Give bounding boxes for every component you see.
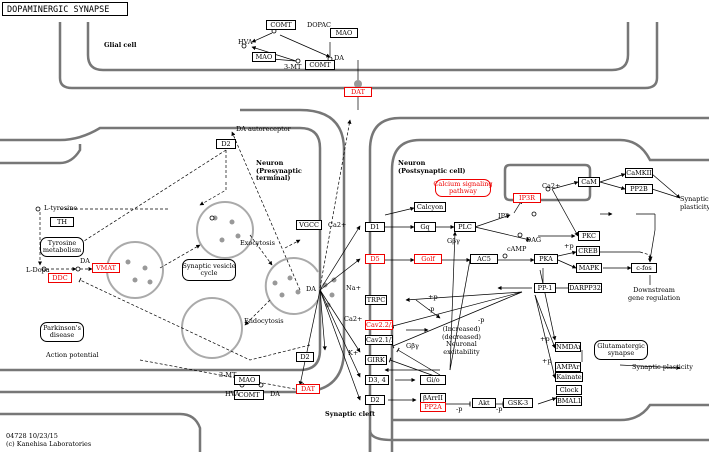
gene-gq[interactable]: Gq (414, 222, 436, 232)
endocytosis-label: Endocytosis (244, 317, 284, 325)
da-presynaptic-label: DA (80, 257, 90, 265)
ca2-post-label: Ca2+ (542, 182, 561, 190)
gene-cam[interactable]: CaM (578, 177, 600, 187)
calcium-signaling-link[interactable]: Calcium signaling pathway (433, 179, 493, 197)
gene-mao-bottom[interactable]: MAO (234, 375, 260, 385)
glial-cell-label: Glial cell (104, 41, 137, 49)
3mt-bottom-label: 3-MT (219, 371, 237, 379)
gene-golf[interactable]: Golf (414, 254, 442, 264)
gene-nmdar[interactable]: NMDAr (555, 342, 581, 352)
da-cleft-label: DA (306, 285, 316, 293)
synaptic-cleft-label: Synaptic cleft (325, 410, 376, 418)
gene-d2-presynaptic[interactable]: D2 (296, 352, 314, 362)
gene-calcyon[interactable]: Calcyon (414, 202, 446, 212)
hva-top-label: HVA (238, 38, 253, 46)
tyrosine-metabolism-link[interactable]: Tyrosine metabolism (40, 237, 84, 257)
gene-pka[interactable]: PKA (534, 254, 558, 264)
gene-th[interactable]: TH (50, 217, 74, 227)
gene-gsk3[interactable]: GSK-3 (503, 398, 533, 408)
gene-pp2a[interactable]: PP2A (420, 402, 446, 412)
gene-vmat[interactable]: VMAT (92, 263, 120, 273)
gene-kainate[interactable]: Kainate (555, 372, 583, 382)
gene-d3-4[interactable]: D3, 4 (365, 375, 389, 385)
phospho-label-4: +p (540, 335, 550, 343)
gene-d5[interactable]: D5 (365, 254, 385, 264)
presynaptic-label: Neuron (Presynaptic terminal) (256, 159, 302, 182)
parkinsons-disease-link[interactable]: Parkinson's disease (40, 322, 84, 342)
footer-id: 04728 10/23/15 (6, 432, 58, 440)
gene-camkii[interactable]: CaMKII (625, 168, 653, 178)
gene-c-fos[interactable]: c-fos (631, 263, 657, 273)
gene-d2-autoreceptor[interactable]: D2 (216, 139, 236, 149)
synaptic-plasticity-top-label: Synaptic plasticity (680, 195, 709, 211)
ca2-vgcc-label: Ca2+ (328, 221, 347, 229)
synaptic-vesicle-cycle-link[interactable]: Synaptic vesicle cycle (182, 259, 236, 281)
gene-akt[interactable]: Akt (472, 398, 496, 408)
gby-label-2: Gβγ (406, 342, 419, 350)
na-plus-label: Na+ (346, 284, 362, 292)
gene-cav2-2-3[interactable]: Cav2.2/3 (365, 320, 393, 330)
gene-d1[interactable]: D1 (365, 222, 385, 232)
phospho-label-3: -p (478, 316, 485, 324)
gene-mao-top1[interactable]: MAO (330, 28, 358, 38)
gene-vgcc[interactable]: VGCC (296, 220, 322, 230)
diagram-title: DOPAMINERGIC SYNAPSE (2, 2, 128, 16)
neuronal-excitability-label: (Increased) (decreased) Neuronal excitab… (442, 325, 481, 356)
gene-creb[interactable]: CREB (576, 246, 600, 256)
gby-label-1: Gβγ (447, 237, 460, 245)
ip3-label: IP3 (498, 212, 510, 220)
gene-ip3r[interactable]: IP3R (513, 193, 541, 203)
gene-clock[interactable]: Clock (556, 385, 582, 395)
pkc-p-label: +p (564, 242, 574, 250)
phospho-label-1: +p (428, 293, 438, 301)
gene-pp2b[interactable]: PP2B (625, 184, 653, 194)
l-tyrosine-label: L-tyrosine (44, 204, 78, 212)
gene-darpp32[interactable]: DARPP32 (568, 283, 602, 293)
gene-dat-presynaptic[interactable]: DAT (296, 384, 320, 394)
gene-girk[interactable]: GIRK (365, 355, 387, 365)
gene-comt-top[interactable]: COMT (266, 20, 296, 30)
phospho-label-5: +p (542, 357, 552, 365)
gene-gi-o[interactable]: Gi/o (420, 375, 446, 385)
k-plus-label: K+ (348, 349, 359, 357)
gene-trpc[interactable]: TRPC (365, 295, 387, 305)
footer-copyright: (c) Kanehisa Laboratories (6, 439, 92, 448)
dopac-label: DOPAC (307, 21, 331, 29)
gene-dat-glia[interactable]: DAT (344, 87, 372, 97)
l-dopa-label: L-Dopa (26, 266, 50, 274)
exocytosis-label: Exocytosis (240, 239, 275, 247)
gene-ampar[interactable]: AMPAr (555, 362, 581, 372)
synaptic-plasticity-bottom-label: Synaptic plasticity (632, 363, 693, 371)
gene-ddc[interactable]: DDC (48, 273, 72, 283)
gene-d2-postsynaptic[interactable]: D2 (365, 395, 385, 405)
gene-cav2-1-2[interactable]: Cav2.1/2 (365, 335, 393, 345)
gene-pp1[interactable]: PP-1 (534, 283, 556, 293)
gene-plc[interactable]: PLC (454, 222, 476, 232)
phospho-label-7: -p (496, 405, 503, 413)
gene-pkc[interactable]: PKC (578, 231, 600, 241)
dag-label: DAG (526, 236, 542, 244)
hva-bottom-label: HVA (225, 390, 240, 398)
gene-ac5[interactable]: AC5 (470, 254, 498, 264)
gene-bmal1[interactable]: BMAL1 (556, 396, 582, 406)
gene-comt-top2[interactable]: COMT (305, 60, 335, 70)
phospho-label-2: -p (428, 305, 435, 313)
da-bottom-label: DA (270, 390, 280, 398)
3mt-top-label: 3-MT (284, 63, 302, 71)
ca-plus-label: Ca2+ (344, 315, 363, 323)
glutamatergic-synapse-link[interactable]: Glutamatergic synapse (594, 340, 648, 360)
camp-label: cAMP (507, 245, 527, 253)
da-autoreceptor-label: DA autoreceptor (236, 125, 291, 133)
postsynaptic-label: Neuron (Postsynaptic cell) (398, 159, 466, 175)
gene-mapk[interactable]: MAPK (576, 263, 602, 273)
da-top-label: DA (334, 54, 344, 62)
footer: 04728 10/23/15 (c) Kanehisa Laboratories (6, 432, 92, 448)
gene-mao-top2[interactable]: MAO (252, 52, 276, 62)
action-potential-label: Action potential (46, 351, 99, 359)
downstream-gene-regulation-label: Downstream gene regulation (628, 286, 681, 302)
phospho-label-6: -p (456, 405, 463, 413)
gene-comt-bottom[interactable]: COMT (234, 390, 264, 400)
